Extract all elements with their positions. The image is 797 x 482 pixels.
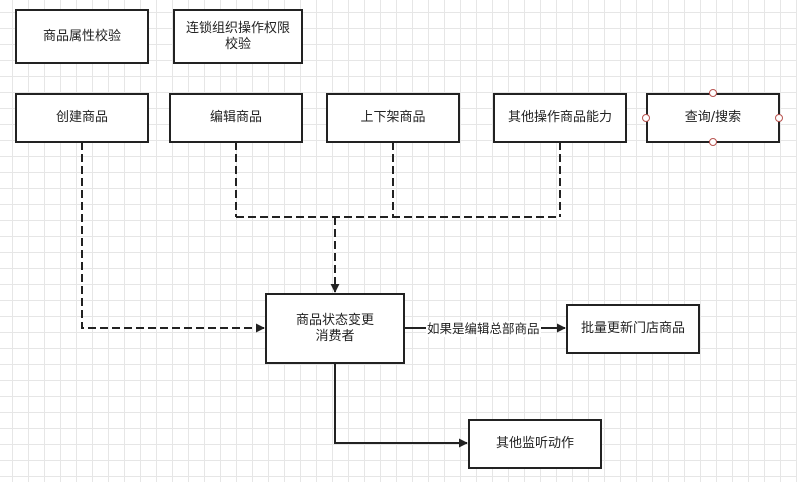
- node-edit-label: 编辑商品: [209, 110, 262, 125]
- node-other-listen[interactable]: 其他监听动作: [468, 419, 602, 469]
- node-shelf[interactable]: 上下架商品: [326, 93, 460, 143]
- node-consumer-label: 商品状态变更 消费者: [295, 312, 374, 344]
- node-create[interactable]: 创建商品: [15, 93, 149, 143]
- node-shelf-label: 上下架商品: [360, 110, 426, 125]
- node-other-listen-label: 其他监听动作: [495, 436, 574, 451]
- node-attr-check-label: 商品属性校验: [42, 28, 121, 44]
- edge-consumer-to-other-listen: [334, 362, 468, 448]
- node-chain-perm-check-label: 连锁组织操作权限 校验: [185, 20, 290, 52]
- node-attr-check[interactable]: 商品属性校验: [15, 9, 149, 64]
- connection-handle-top[interactable]: [709, 89, 717, 97]
- node-query[interactable]: 查询/搜索: [646, 93, 780, 143]
- node-chain-perm-check[interactable]: 连锁组织操作权限 校验: [173, 9, 303, 64]
- node-consumer[interactable]: 商品状态变更 消费者: [265, 293, 405, 364]
- edge-create-to-consumer: [81, 142, 265, 333]
- connection-handle-bottom[interactable]: [709, 138, 717, 146]
- node-batch-update[interactable]: 批量更新门店商品: [566, 304, 700, 354]
- connection-handle-left[interactable]: [642, 114, 650, 122]
- node-query-label: 查询/搜索: [684, 110, 742, 125]
- node-other-ops-label: 其他操作商品能力: [507, 110, 612, 125]
- connection-handle-right[interactable]: [775, 114, 783, 122]
- node-batch-update-label: 批量更新门店商品: [580, 321, 685, 336]
- edge-label-consumer-to-batch: 如果是编辑总部商品: [426, 321, 541, 337]
- node-create-label: 创建商品: [55, 110, 108, 125]
- node-other-ops[interactable]: 其他操作商品能力: [493, 93, 627, 143]
- node-edit[interactable]: 编辑商品: [169, 93, 303, 143]
